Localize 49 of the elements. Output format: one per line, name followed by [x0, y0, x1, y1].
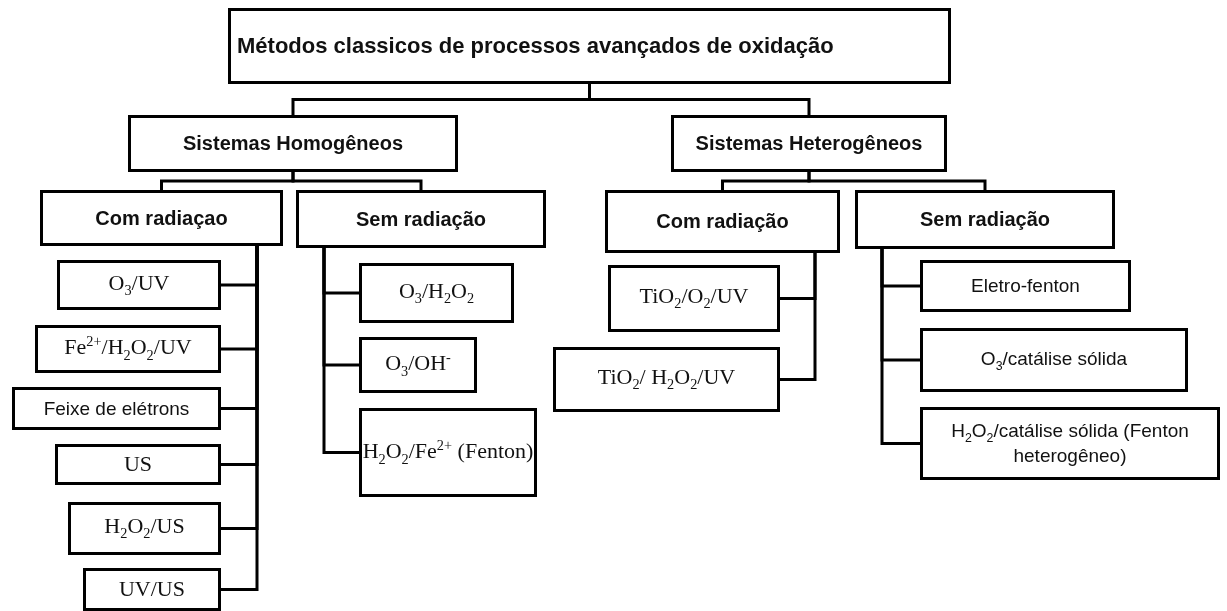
- method-box: [553, 347, 780, 412]
- method-box: [68, 502, 221, 555]
- method-box: [35, 325, 221, 373]
- method-box: [920, 407, 1220, 480]
- method-box: [55, 444, 221, 485]
- category-box: [855, 190, 1115, 249]
- connector-line: [588, 84, 811, 115]
- node-label: O$_{3}$/catálise sólida: [980, 347, 1128, 373]
- category-box: [296, 190, 546, 248]
- node-label: TiO$_{2}$/O$_{2}$/UV: [639, 284, 749, 313]
- node-label: US: [123, 452, 153, 477]
- node-label: H$_{2}$O$_{2}$/Fe$^{2+}$ (Fenton): [362, 437, 534, 468]
- node-label: Fe$^{2+}$/H$_{2}$O$_{2}$/UV: [64, 334, 192, 364]
- category-box: [671, 115, 947, 172]
- connector-line: [880, 249, 920, 445]
- node-label: Feixe de elétrons: [43, 397, 190, 420]
- method-box: [920, 260, 1131, 312]
- node-label: Sem radiação: [919, 208, 1051, 231]
- method-box: [608, 265, 780, 332]
- node-label: TiO$_{2}$/ H$_{2}$O$_{2}$/UV: [597, 365, 736, 394]
- method-box: [12, 387, 221, 430]
- node-label: O$_{3}$/H$_{2}$O$_{2}$: [398, 278, 475, 308]
- method-box: [359, 263, 514, 323]
- node-label: H$_{2}$O$_{2}$/catálise sólida (Fenton heterogêneo): [950, 420, 1190, 467]
- connector-line: [221, 246, 259, 591]
- node-label: Eletro-fenton: [971, 275, 1080, 297]
- title-box: [228, 8, 951, 84]
- method-box: [83, 568, 221, 611]
- node-label: H$_{2}$O$_{2}$/US: [104, 514, 185, 543]
- node-label: O$_{3}$/OH$^{-}$: [385, 350, 451, 380]
- node-label: Sistemas Homogêneos: [182, 132, 404, 155]
- category-box: [605, 190, 840, 253]
- category-box: [40, 190, 283, 246]
- node-label: Métodos classicos de processos avançados de oxidação: [237, 31, 834, 60]
- connector-line: [780, 253, 817, 381]
- node-label: Com radiaçao: [95, 206, 228, 230]
- node-label: UV/US: [119, 577, 185, 602]
- method-box: [920, 328, 1188, 392]
- node-label: Com radiação: [656, 210, 789, 233]
- method-box: [359, 408, 537, 497]
- node-label: Sistemas Heterogêneos: [695, 132, 923, 155]
- category-box: [128, 115, 458, 172]
- connector-line: [291, 172, 423, 190]
- node-label: Sem radiação: [355, 207, 487, 231]
- connector-line: [322, 248, 359, 454]
- node-label: O$_{3}$/UV: [108, 270, 170, 300]
- method-box: [57, 260, 221, 310]
- connector-line: [807, 172, 987, 190]
- method-box: [359, 337, 477, 393]
